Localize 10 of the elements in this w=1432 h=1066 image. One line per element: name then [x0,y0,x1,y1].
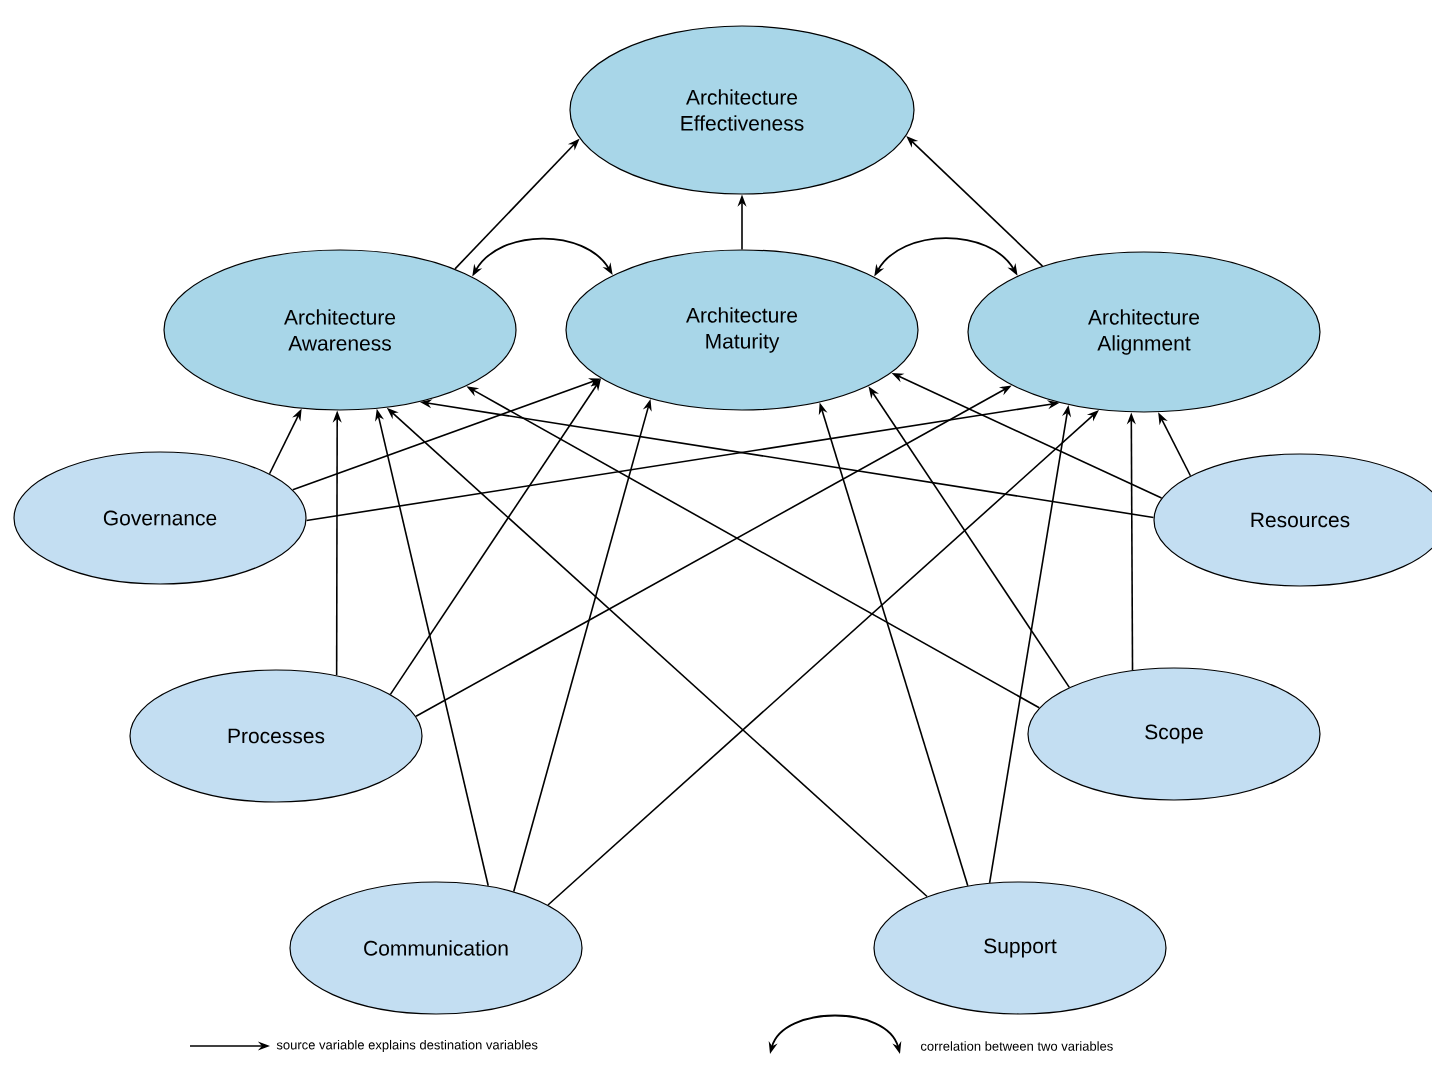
ellipse-node: Architecture Effectiveness [569,25,915,195]
ellipse-node: Processes [129,669,423,803]
ellipse-node: Scope [1027,667,1321,801]
ellipse-node: Architecture Maturity [565,249,919,411]
ellipse-node: Communication [289,881,583,1015]
ellipse-node: Architecture Awareness [163,249,517,411]
ellipse-node: Support [873,881,1167,1015]
ellipse-node: Governance [13,451,307,585]
ellipse-node: Architecture Alignment [967,251,1321,413]
ellipse-node: Resources [1153,453,1432,587]
